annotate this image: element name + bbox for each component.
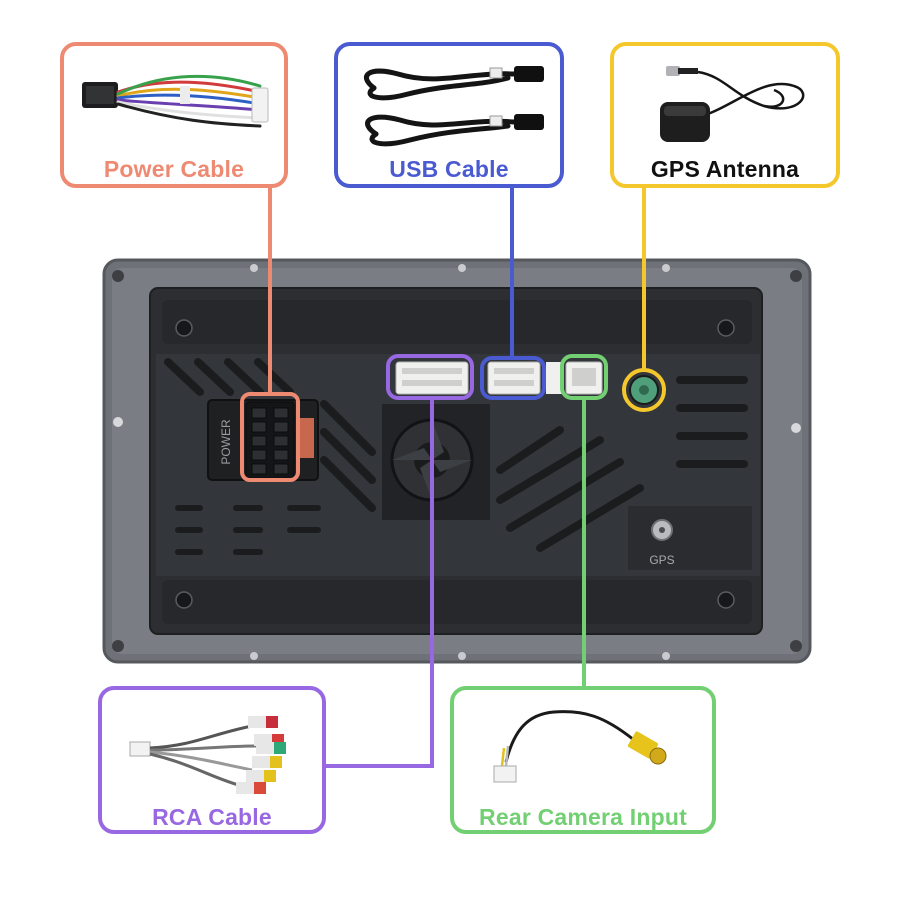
rca-cable-callout: RCA Cable (98, 686, 326, 834)
rca-port (395, 361, 469, 395)
power-cable-label: Power Cable (103, 156, 245, 182)
gps-jack: GPS (628, 506, 752, 570)
power-port: POWER (207, 399, 319, 481)
usb-cable-label: USB Cable (389, 156, 509, 182)
camera-cable-icon (493, 710, 667, 783)
gps-antenna-icon (660, 66, 805, 142)
gps-antenna-label: GPS Antenna (650, 156, 800, 182)
rca-cable-label: RCA Cable (152, 804, 272, 830)
usb-port (487, 361, 541, 395)
power-harness-icon (82, 74, 269, 128)
gps-antenna-callout: GPS Antenna (610, 42, 840, 188)
usb-port-highlight (480, 356, 546, 400)
power-port-print: POWER (219, 419, 233, 465)
rear-camera-callout: Rear Camera Input (450, 686, 716, 834)
gps-port-print: GPS (649, 553, 674, 567)
usb-cable-callout: USB Cable (334, 42, 564, 188)
gps-antenna-port (629, 375, 659, 405)
cooling-fan-icon (382, 404, 490, 520)
power-port-highlight (240, 392, 300, 482)
rca-callout-line (326, 398, 434, 768)
rca-harness-icon (129, 716, 286, 794)
gps-port-highlight (622, 368, 666, 412)
camera-port-highlight (560, 354, 608, 400)
camera-port (565, 361, 603, 395)
frame-screws (112, 264, 802, 660)
rear-camera-label: Rear Camera Input (479, 804, 687, 830)
usb-cable-icon (363, 66, 544, 147)
rca-port-highlight (386, 354, 474, 400)
power-cable-callout: Power Cable (60, 42, 288, 188)
